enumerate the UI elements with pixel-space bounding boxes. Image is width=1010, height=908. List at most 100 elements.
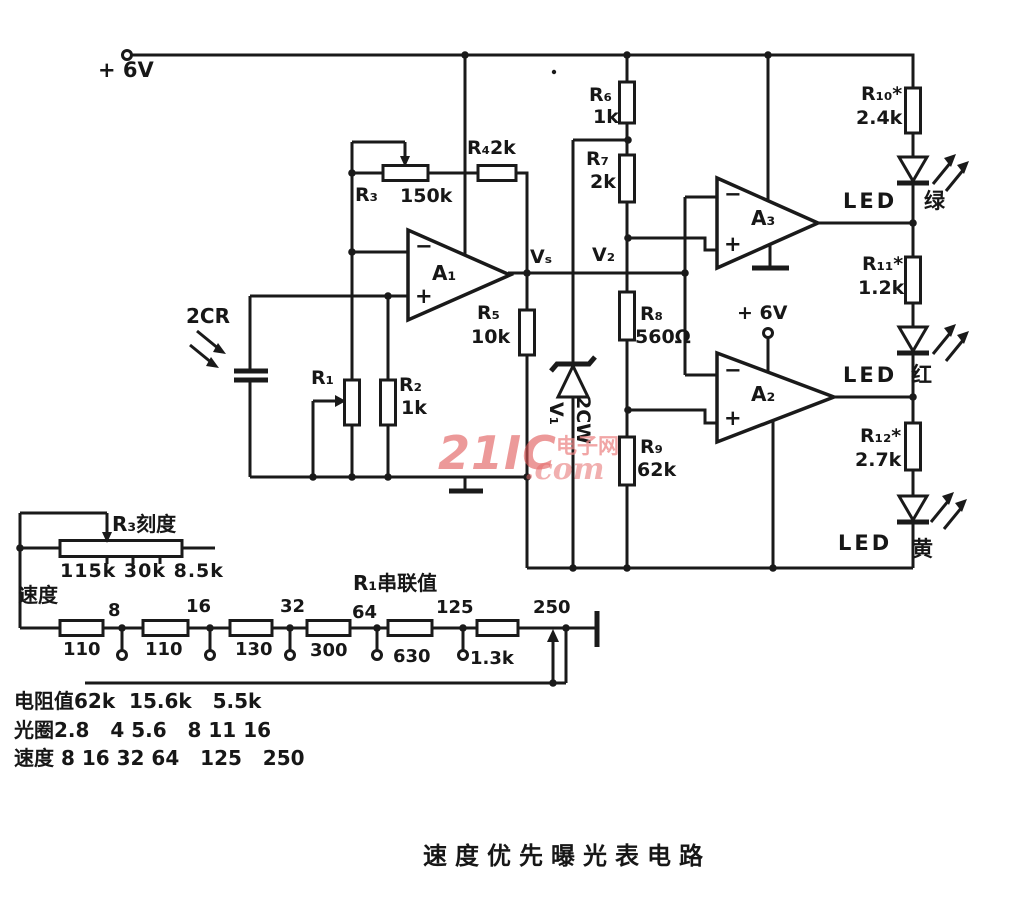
r8-body <box>618 290 636 342</box>
tap-terminal-1 <box>116 649 128 661</box>
scale-pot-wires <box>18 511 215 630</box>
power-terminal-main <box>121 49 133 61</box>
r1-wiper-arrowhead <box>335 395 346 407</box>
r2-label: R₂ <box>399 374 422 396</box>
opamps <box>406 175 839 445</box>
r9-body <box>618 435 636 487</box>
speed-label: 速度 <box>18 583 58 607</box>
photo-light-arrowhead-2 <box>206 357 219 368</box>
led-yellow-emission-2 <box>955 499 967 512</box>
photodiode-label: 2CR <box>186 304 230 328</box>
junction-dots <box>16 51 917 687</box>
led-green-triangle <box>896 155 930 184</box>
r10-body <box>904 86 922 135</box>
r3-label: R₃ <box>355 184 378 206</box>
r7-value: 2k <box>590 171 616 193</box>
chain-resistor-6 <box>475 619 520 637</box>
zener-type-label: 2CW <box>572 396 594 445</box>
r10-value: 2.4k <box>856 107 903 129</box>
a3-label: A₃ <box>751 206 776 230</box>
chain-value-5: 630 <box>393 646 431 667</box>
r12-body <box>904 421 922 472</box>
r10-label: R₁₀* <box>861 83 903 105</box>
tap-terminal-5 <box>457 649 469 661</box>
led-red-emission-1 <box>944 324 956 337</box>
power-label-a2: + 6V <box>737 302 788 324</box>
chain-value-6: 1.3k <box>470 648 514 669</box>
r1-body <box>343 378 361 427</box>
a1-label: A₁ <box>432 261 457 285</box>
r3-r4-feedback-wire <box>352 171 529 310</box>
r3-scale-pot-body <box>58 539 184 558</box>
selected-tap-bus <box>85 628 568 685</box>
r6-value: 1k <box>593 106 619 128</box>
r4-label: R₄2k <box>467 139 516 158</box>
r4-name: R₄ <box>467 137 490 159</box>
a3-plus-sign: + <box>724 232 742 256</box>
led-yellow-triangle <box>896 494 930 523</box>
r11-body <box>904 255 922 305</box>
table-row-resistance: 电阻值62k 15.6k 5.5k <box>14 689 262 713</box>
chain-resistor-2 <box>141 619 190 637</box>
r6-body <box>618 80 636 125</box>
r8-label: R₈ <box>640 303 663 325</box>
power-rail-top <box>131 53 915 88</box>
r8-value: 560Ω <box>635 326 691 348</box>
led-yellow-color: 黄 <box>912 537 933 561</box>
zener-branch <box>571 138 627 568</box>
tap-drop-wires <box>120 628 465 650</box>
led-yellow-emission-1 <box>942 492 954 505</box>
led-green-emission-1 <box>944 154 956 167</box>
tap-label-16: 16 <box>186 596 212 617</box>
r2-value: 1k <box>401 397 427 419</box>
tap-label-125: 125 <box>436 597 474 618</box>
r1-series-label: R₁串联值 <box>353 571 438 595</box>
artifact-dot <box>551 69 557 75</box>
r5-value: 10k <box>471 326 511 348</box>
led-red-label: LED <box>843 363 898 387</box>
photo-light-arrowhead-1 <box>213 343 226 354</box>
led-green-color: 绿 <box>924 189 945 213</box>
r9-label: R₉ <box>640 436 663 458</box>
chain-resistor-4 <box>305 619 352 637</box>
r5-body <box>518 308 536 357</box>
led-red-emission-2 <box>957 331 969 344</box>
led-green-emission-2 <box>957 161 969 174</box>
chain-resistor-5 <box>386 619 434 637</box>
a2-label: A₂ <box>751 382 776 406</box>
tap-label-250: 250 <box>533 597 571 618</box>
r3-value: 150k <box>400 185 453 207</box>
power-label-main: + 6V <box>98 58 154 82</box>
chain-value-3: 130 <box>235 639 273 660</box>
led-yellow-label: LED <box>838 531 893 555</box>
comparator-minus-wires <box>683 195 717 377</box>
table-row-aperture: 光圈2.8 4 5.6 8 11 16 <box>14 718 272 742</box>
opamp-a2-triangle <box>715 350 839 445</box>
diode-symbols <box>555 155 930 523</box>
tap-terminal-4 <box>371 649 383 661</box>
vs-node-label: Vₛ <box>530 246 552 268</box>
opamp-a3-triangle <box>715 175 823 271</box>
a2-plus-sign: + <box>724 406 742 430</box>
zener-diode-triangle <box>555 362 591 399</box>
r4-body <box>476 164 518 182</box>
a1-minus-sign: − <box>415 234 433 258</box>
chain-value-1: 110 <box>63 639 101 660</box>
photodiode-symbol-bars <box>234 368 268 383</box>
circuit-title: 速度优先曝光表电路 <box>423 842 711 870</box>
power-terminal-a2 <box>762 327 774 339</box>
a2-minus-sign: − <box>724 358 742 382</box>
a2-plus-wire <box>628 408 717 425</box>
r3-body <box>381 164 430 182</box>
r6-label: R₆ <box>589 84 612 106</box>
resistor-bodies <box>58 80 922 637</box>
speed-select-arrowhead <box>547 629 559 642</box>
tap-label-32: 32 <box>280 596 306 617</box>
r3-wiper-bracket <box>352 140 407 158</box>
a3-minus-sign: − <box>724 182 742 206</box>
opamp-a1-triangle <box>406 227 515 323</box>
tap-terminal-3 <box>284 649 296 661</box>
arrows <box>102 154 969 642</box>
r3-wiper-arrowhead <box>400 156 410 167</box>
